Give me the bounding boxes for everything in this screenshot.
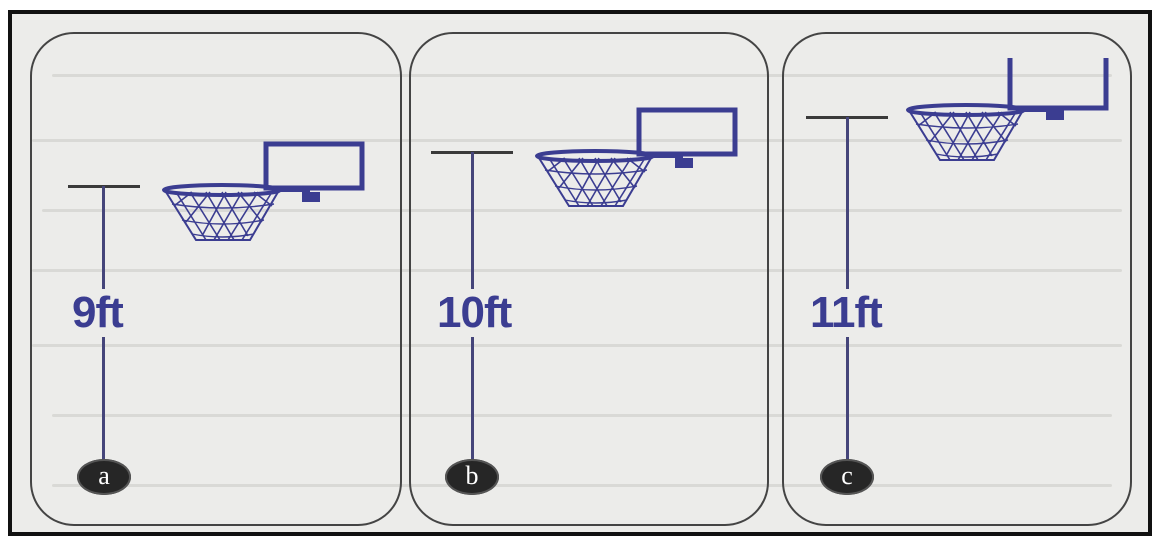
height-label: 11ft — [806, 289, 886, 337]
basketball-hoop-icon — [535, 102, 751, 212]
panel-a: 9ft a — [30, 32, 402, 526]
panel-marker: a — [77, 459, 131, 495]
panel-b: 10ft b — [409, 32, 769, 526]
height-label: 9ft — [68, 289, 127, 337]
panel-marker: b — [445, 459, 499, 495]
basketball-hoop-icon — [162, 136, 378, 246]
panel-marker: c — [820, 459, 874, 495]
height-label: 10ft — [433, 289, 515, 337]
basketball-hoop-icon — [906, 52, 1122, 172]
panel-c: 11ft c — [782, 32, 1132, 526]
diagram-frame: 9ft a 10ft b — [8, 10, 1152, 536]
